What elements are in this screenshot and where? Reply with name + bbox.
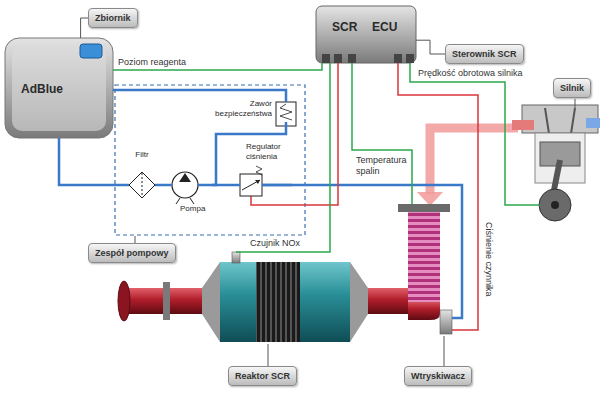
leader-line-part [575,99,576,108]
connector [113,90,286,98]
symbol-stroke [172,172,198,198]
engine-illustration [512,105,600,221]
node-text: Pompa [180,204,205,214]
node-text: Zespół pompowy [95,247,169,259]
leader-line-part [444,336,445,366]
tank: AdBlue [5,38,113,138]
green-signal-wire-part [410,63,540,205]
connector [162,184,168,187]
reactor-illustration-part [163,282,170,320]
reactor-illustration-part [350,262,368,342]
symbol-stroke [122,184,129,187]
controller-illustration-part [322,54,330,63]
controller-illustration-part [394,54,402,63]
symbol-stroke [242,180,260,190]
node-text: AdBlue [21,82,63,96]
reactor-illustration-part [220,262,350,342]
tank-illustration [5,38,113,138]
reactor-illustration-part [398,204,450,212]
callout-label: Wtryskiwacz [404,366,472,386]
symbol-stroke [176,198,180,204]
signal-label: Ciśnienie czynnika [483,222,494,297]
symbol-stroke [198,184,212,187]
engine-illustration-part [551,201,559,209]
symbol-stroke [179,173,191,182]
leader-line [135,99,575,366]
signal-label: Prędkość obrotowa silnika [418,68,523,79]
symbol-stroke [285,122,288,128]
symbol-stroke [129,172,155,198]
symbol-stroke [256,166,262,175]
node-text: ECU [372,20,397,34]
node-text: Silnik [560,82,584,94]
tank-illustration-part [5,38,113,138]
symbol-stroke [142,173,143,197]
callout-label: Zbiornik [88,8,138,28]
symbol-stroke [190,198,194,204]
engine-illustration-part [512,120,534,130]
node-text: Sterownik SCR [452,48,517,60]
filter-symbol: Filtr [122,150,162,206]
reactor-illustration-part [440,310,452,334]
reactor-illustration-part [202,262,220,342]
green-signal-wire-part [236,63,330,252]
node-text: Filtr [122,150,162,160]
symbol-stroke [240,174,262,196]
controller: SCR ECU [316,6,416,63]
green-signal-wire [236,63,540,252]
engine-illustration-part [539,189,571,221]
signal-label: Poziom reagenta [118,57,186,68]
node-text: Zawór bezpieczeństwa [200,99,272,119]
safety-valve-symbol: Zawór bezpieczeństwa [200,98,300,128]
reactor-illustration-part [118,281,130,321]
signal-label: Czujnik NOx [250,238,300,249]
green-signal-wire-part [352,63,412,204]
node-text: Zbiornik [95,12,131,24]
red-control-wire-part [398,63,478,330]
symbol-stroke [168,184,172,187]
callout-label: Reaktor SCR [228,366,297,386]
pump-group-frame-part [115,85,305,235]
symbol-stroke [285,98,288,102]
tank-illustration-part [12,45,106,131]
reactor-illustration-part [408,212,440,302]
symbol-stroke [280,104,292,120]
exhaust-flow-arrow-part [417,192,443,206]
reactor-illustration-part [232,252,240,263]
tank-illustration-part [80,44,102,58]
leader-line-part [268,344,269,366]
controller-illustration [316,6,416,63]
controller-illustration-part [334,54,342,63]
reactor-illustration-part [256,262,300,342]
symbol-stroke [255,180,260,184]
signal-label: Temperatura spalin [356,155,412,177]
node-text: Reaktor SCR [235,370,290,382]
node-text: Wtryskiwacz [411,370,465,382]
node-text: SCR [332,20,357,34]
reactor-illustration-part [408,300,440,320]
controller-illustration-part [348,54,356,63]
controller-illustration-part [316,6,416,63]
symbol-stroke [262,184,292,187]
symbol-stroke [236,184,240,187]
controller-illustration-part [406,54,414,63]
symbol-stroke [155,184,162,187]
leader-line-part [135,236,136,243]
reactor-illustration [118,204,452,342]
callout-label: Silnik [553,78,591,98]
exhaust-flow-arrow [417,128,518,206]
node-text: Regulator ciśnienia [246,142,292,162]
engine-illustration-part [586,118,600,128]
pump-group-frame [115,85,305,235]
connector [416,40,445,54]
red-control-wire [251,63,478,330]
callout-label: Zespół pompowy [88,243,176,263]
connector [81,18,88,38]
engine-illustration-part [535,133,585,183]
pump-symbol: Pompa [168,170,212,220]
connector [59,138,122,185]
callout-label: Sterownik SCR [445,44,524,64]
pressure-regulator-symbol: Regulator ciśnienia [236,142,292,202]
